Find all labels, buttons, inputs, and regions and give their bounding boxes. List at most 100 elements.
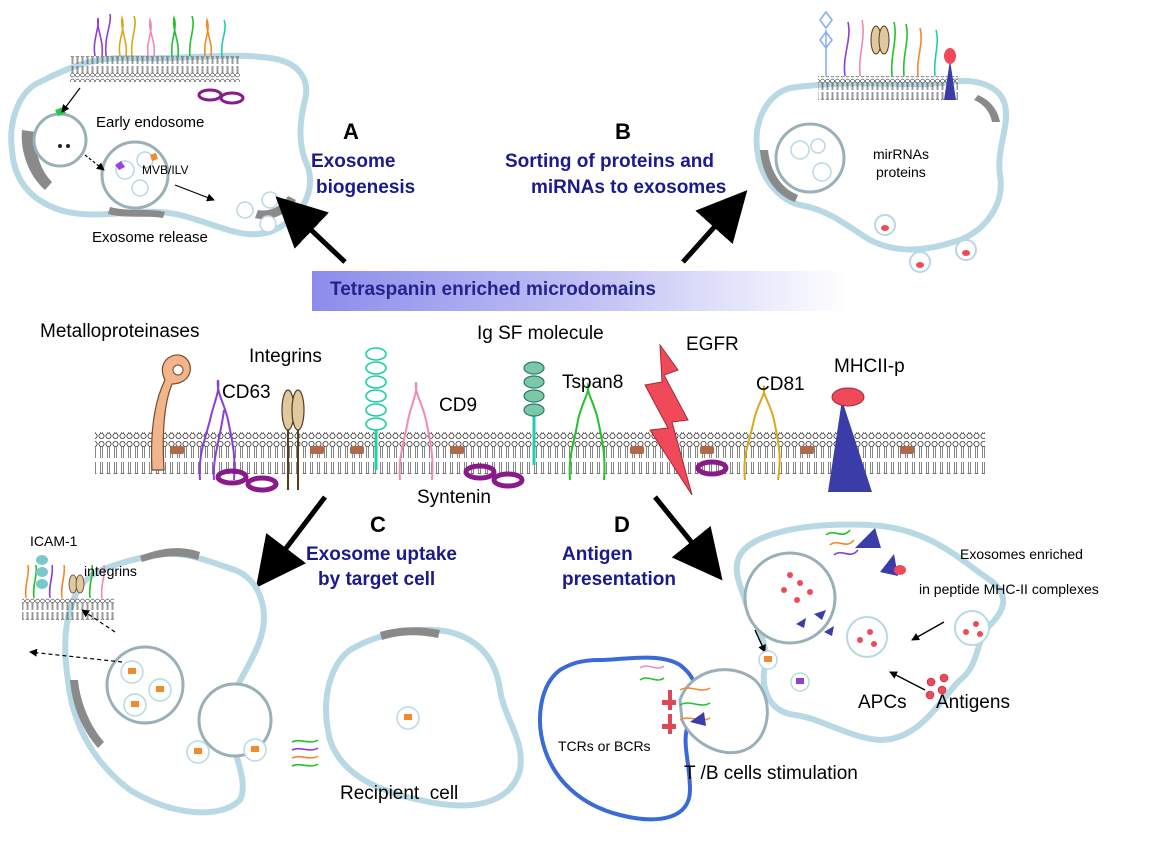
panel-b-ilv-1	[790, 140, 810, 160]
panel-b-title-2: miRNAs to exosomes	[531, 177, 727, 198]
label-syntenin: Syntenin	[417, 487, 491, 508]
panel-b-tsp-teal	[933, 29, 939, 77]
panel-c-cells	[22, 548, 524, 816]
panel-a-tetraspanins	[93, 13, 226, 57]
panel-c-membrane-patch	[22, 598, 114, 620]
panel-d-cells	[538, 521, 1007, 822]
panel-c-gray-2	[70, 680, 104, 748]
panel-b-mvb	[774, 122, 846, 194]
metalloproteinase-zinc	[172, 364, 184, 376]
label-icam: ICAM-1	[30, 533, 78, 549]
panel-c-receptors	[24, 564, 106, 599]
label-tcrs-bcrs: TCRs or BCRs	[558, 738, 651, 754]
panel-d-free-antigens	[925, 673, 949, 700]
panel-a-endosome-dot2	[66, 144, 70, 148]
panel-c-mvb-1	[105, 645, 185, 725]
panel-b-letter: B	[615, 119, 631, 144]
panel-c-bud	[197, 682, 273, 758]
label-igsf: Ig SF molecule	[477, 323, 604, 344]
label-recipient-cell: Recipient cell	[340, 783, 459, 804]
panel-b-tsp-pink	[858, 19, 864, 77]
panel-d-title-2: presentation	[562, 569, 677, 590]
label-exosomes-enriched: Exosomes enriched	[960, 546, 1083, 562]
label-mvb-ilv: MVB/ILV	[142, 163, 189, 177]
label-cd9: CD9	[439, 395, 478, 416]
label-mirnas: mirRNAs	[873, 146, 929, 162]
panel-d-arrow-exo	[911, 621, 945, 641]
igsf-domains-center	[523, 361, 545, 417]
panel-a-arrow-endosome-mvb	[84, 154, 105, 171]
panel-c-icam-3	[36, 579, 48, 589]
panel-d-mvb	[743, 551, 837, 645]
panel-d-synapse-bud	[678, 668, 769, 755]
cd81-tetraspanin	[743, 385, 781, 481]
panel-b-cell	[753, 10, 1010, 273]
label-exosome-release: Exosome release	[92, 229, 208, 246]
panel-c-fusion-tetraspanins	[291, 739, 319, 767]
panel-a-release-exo-3	[259, 215, 277, 233]
panel-d-arrow-antigens	[889, 671, 926, 691]
label-cd81: CD81	[756, 374, 805, 395]
panel-b-tsp-orange	[916, 27, 922, 77]
panel-d-top-mhc	[855, 528, 881, 548]
panel-a-endosome-dot	[58, 144, 62, 148]
label-early-endosome: Early endosome	[96, 114, 205, 131]
panel-b-ilv-2	[812, 162, 832, 182]
panel-d-antigen-dots	[781, 572, 813, 603]
label-integrins: Integrins	[249, 346, 322, 367]
panel-c-integrin-b	[75, 574, 85, 594]
panel-d-mhc-triangles	[796, 610, 834, 636]
igsf-domains-left	[365, 347, 387, 431]
banner-text: Tetraspanin enriched microdomains	[330, 279, 656, 300]
label-integrins-c: integrins	[84, 563, 137, 579]
panel-d-synapse-mhc	[690, 712, 706, 726]
egfr-bolt	[644, 343, 693, 496]
panel-d-letter: D	[614, 512, 630, 537]
panel-c-letter: C	[370, 512, 386, 537]
label-egfr: EGFR	[686, 334, 739, 355]
label-antigens: Antigens	[936, 692, 1010, 713]
panel-b-mhc	[944, 60, 956, 100]
panel-a-tsp-green	[170, 15, 194, 57]
panel-b-membrane	[818, 76, 958, 100]
arrow-to-panel-d	[653, 495, 723, 581]
label-peptide-mhc: in peptide MHC-II complexes	[919, 581, 1099, 597]
panel-b-tetraspanins	[819, 10, 939, 77]
panel-a-arrow-mvb-release	[174, 184, 215, 202]
membrane-residues	[170, 446, 914, 454]
panel-a-arrow-membrane-endosome	[61, 87, 81, 113]
label-metalloproteinases: Metalloproteinases	[40, 321, 200, 342]
panel-a-tsp-orange	[203, 17, 213, 57]
panel-c-gray-1	[140, 548, 200, 562]
panel-c-recipient-cell	[323, 626, 524, 809]
panel-b-gray-cortex-2	[974, 95, 1000, 122]
cd9-tetraspanin	[398, 381, 434, 481]
panel-b-gray-cortex-1	[760, 150, 798, 202]
panel-d-small-exo-cargo-2	[796, 678, 804, 684]
panel-d-top-peptide	[894, 565, 906, 575]
label-apcs: APCs	[858, 692, 907, 713]
tetraspanin-banner: Tetraspanin enriched microdomains	[312, 271, 847, 311]
label-cd63: CD63	[222, 382, 271, 403]
panel-d-arrow-down	[754, 629, 766, 653]
panel-b-integrin-2	[878, 25, 890, 55]
panel-a-title-2: biogenesis	[316, 177, 416, 198]
panel-a-letter: A	[343, 119, 359, 144]
panel-a-ilv-3	[131, 179, 149, 197]
panel-a-title-1: Exosome	[311, 151, 396, 172]
panel-c-cargo	[128, 668, 412, 754]
mhcii-triangle	[828, 400, 872, 492]
integrin-beta	[291, 389, 305, 431]
panel-d-title-1: Antigen	[562, 544, 633, 565]
panel-d-tcell	[538, 655, 699, 822]
panel-b-cargo-2	[916, 262, 924, 268]
panel-b-cargo-1	[881, 225, 889, 231]
panel-a-gray-cortex-1	[21, 130, 52, 190]
cd63-tetraspanin	[198, 379, 236, 481]
panel-b-cargo-3	[962, 250, 970, 256]
panel-a-gray-cortex-3	[108, 207, 165, 218]
panel-a-early-endosome	[32, 112, 88, 168]
panel-c-dash-arrow-2	[29, 648, 123, 663]
panel-c-title-1: Exosome uptake	[306, 544, 457, 565]
